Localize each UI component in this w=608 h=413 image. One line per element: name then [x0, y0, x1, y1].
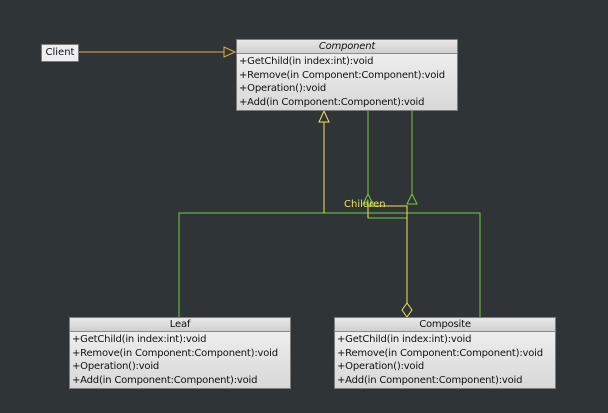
composite-class[interactable]: Composite +GetChild(in index:int):void +… [334, 317, 556, 389]
composite-generalization-line [324, 212, 481, 317]
client-class[interactable]: Client [41, 44, 79, 62]
composite-op: +Add(in Component:Component):void [337, 374, 523, 386]
generalization-arrowhead-mid [362, 192, 374, 205]
component-op: +Remove(in Component:Component):void [239, 69, 445, 81]
leaf-op: +Remove(in Component:Component):void [72, 347, 278, 359]
composite-op: +Operation():void [337, 361, 425, 373]
component-op: +Operation():void [239, 83, 327, 95]
generalization-arrowhead-left [318, 109, 330, 123]
component-class[interactable]: Component +GetChild(in index:int):void +… [236, 39, 458, 111]
leaf-class[interactable]: Leaf +GetChild(in index:int):void +Remov… [69, 317, 291, 389]
leaf-op: +Add(in Component:Component):void [72, 374, 258, 386]
client-association-arrowhead [223, 46, 237, 58]
composite-op: +Remove(in Component:Component):void [337, 347, 543, 359]
aggregation-diamond [401, 302, 413, 318]
component-op: +Add(in Component:Component):void [239, 96, 425, 108]
leaf-generalization-line [178, 120, 325, 317]
children-aggregation-line [367, 205, 408, 303]
generalization-arrowhead-right [406, 192, 418, 205]
composite-operations: +GetChild(in index:int):void +Remove(in … [335, 332, 555, 389]
component-operations: +GetChild(in index:int):void +Remove(in … [237, 54, 457, 111]
leaf-class-name: Leaf [70, 318, 290, 332]
component-class-name: Component [237, 40, 457, 54]
leaf-op: +GetChild(in index:int):void [72, 334, 207, 345]
client-label: Client [45, 47, 75, 58]
children-relation-label: Children [344, 199, 386, 210]
composite-class-name: Composite [335, 318, 555, 332]
leaf-operations: +GetChild(in index:int):void +Remove(in … [70, 332, 290, 389]
leaf-op: +Operation():void [72, 361, 160, 373]
component-op: +GetChild(in index:int):void [239, 56, 374, 67]
composite-op: +GetChild(in index:int):void [337, 334, 472, 345]
